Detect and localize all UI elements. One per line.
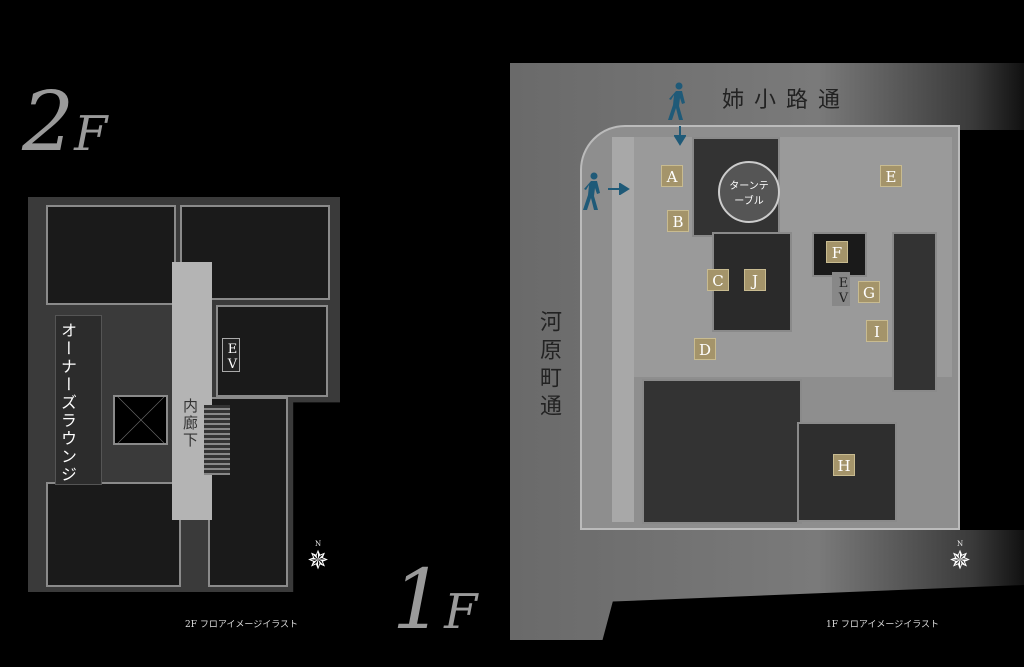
area-label-c: C — [707, 269, 729, 291]
area-label-a: A — [661, 165, 683, 187]
street-left-label: 河原町通 — [536, 310, 561, 422]
area-label-e: E — [880, 165, 902, 187]
owners-lounge-label: オーナーズラウンジ — [58, 322, 77, 484]
floor2-plan — [28, 197, 340, 592]
area-label-g: G — [858, 281, 880, 303]
arrow-right-icon — [608, 183, 630, 195]
street-top-label: 姉小路通 — [722, 88, 851, 113]
turntable: ターンテーブル — [718, 161, 780, 223]
walker-top-icon — [668, 82, 685, 120]
floor2-compass-icon: N ✵ — [307, 540, 329, 576]
walker-left-icon — [583, 172, 600, 210]
area-label-i: I — [866, 320, 888, 342]
area-label-b: B — [667, 210, 689, 232]
floor2-title: 2F — [22, 75, 108, 170]
floor1-compass-icon: N ✵ — [949, 540, 971, 576]
floor2-caption: 2F フロアイメージイラスト — [185, 620, 299, 630]
area-label-f: F — [826, 241, 848, 263]
arrow-down-icon — [674, 126, 686, 146]
floor2-ev-label: EV — [222, 338, 240, 372]
floor1-ev-label: EV — [832, 272, 851, 306]
floor1-caption: 1F フロアイメージイラスト — [826, 620, 940, 630]
area-label-d: D — [694, 338, 716, 360]
floor1-title: 1F — [392, 553, 478, 648]
area-label-j: J — [744, 269, 766, 291]
area-label-h: H — [833, 454, 855, 476]
corridor-label: 内廊下 — [181, 398, 199, 449]
